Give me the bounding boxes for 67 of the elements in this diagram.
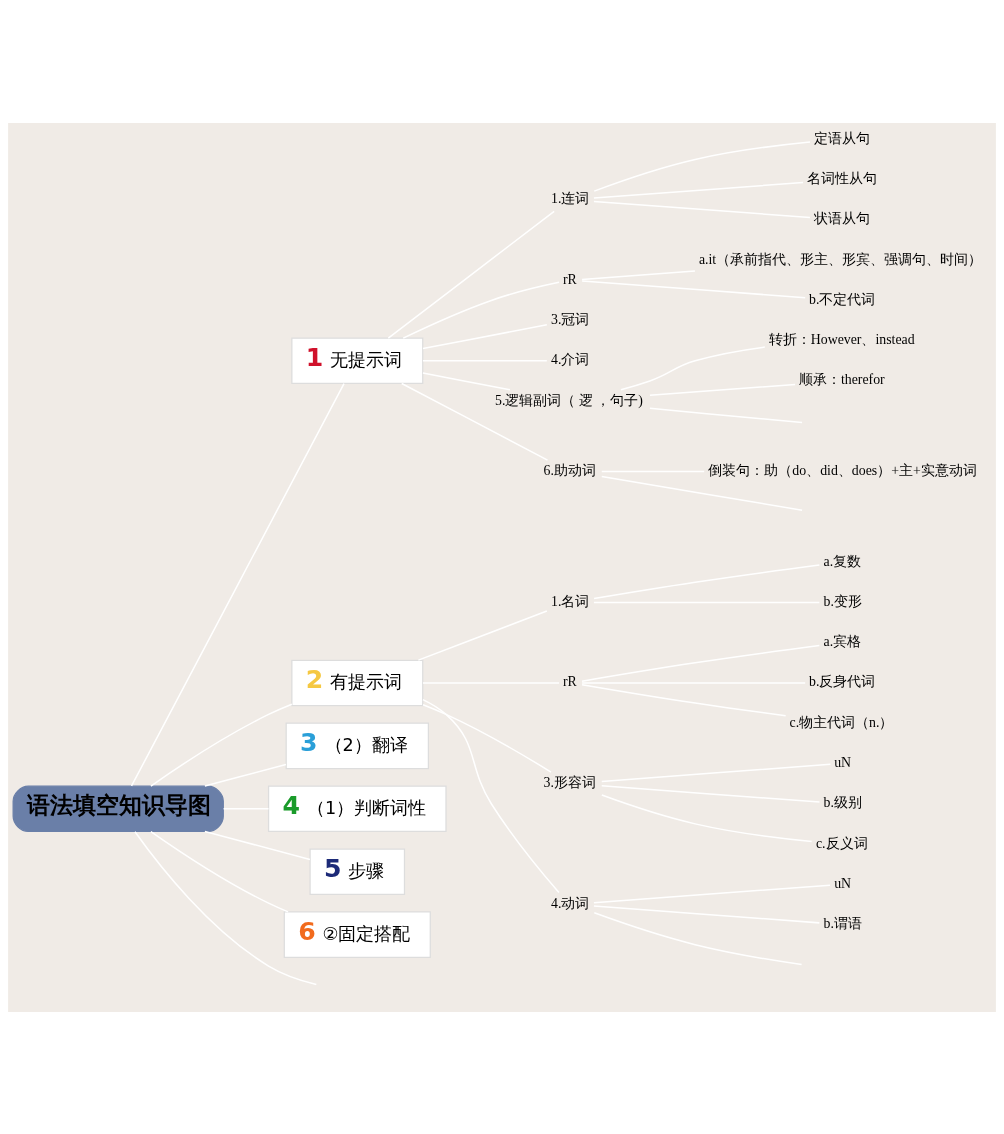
connector [593, 200, 811, 218]
node-box: 2 有提示词 [291, 659, 424, 706]
connector [601, 763, 832, 782]
node-text: b.谓语 [823, 915, 862, 931]
connector [601, 784, 821, 803]
connector [402, 281, 560, 339]
node-text: 6.助动词 [543, 462, 596, 478]
connector [422, 703, 552, 773]
node-text: 定语从句 [814, 130, 871, 146]
connector [581, 683, 787, 717]
connector [593, 911, 803, 965]
node-box: 3 （2）翻译 [285, 722, 429, 769]
connector [130, 382, 345, 787]
node-text: 1.连词 [551, 190, 590, 206]
connector [204, 763, 287, 787]
node-text: a.复数 [823, 553, 862, 569]
connector [400, 382, 549, 461]
node-box: 语法填空知识导图 [12, 785, 224, 832]
node-text: 4.介词 [551, 351, 590, 367]
connector [581, 279, 806, 298]
connector [422, 698, 560, 893]
connector [593, 883, 831, 904]
connector [593, 904, 821, 924]
connector [422, 371, 511, 390]
connector [387, 210, 555, 339]
connector [601, 793, 813, 842]
node-text: 3.冠词 [551, 311, 590, 327]
node-text: 5.逻辑副词（ 逻 ，句子) [495, 392, 643, 408]
node-text: c.物主代词（n.） [789, 714, 894, 730]
connector [649, 407, 803, 423]
node-text: 倒装句：助（do、did、does）+主+实意动词 [708, 462, 977, 478]
node-text: a.it（承前指代、形主、形宾、强调句、时间） [698, 251, 983, 267]
connector [417, 609, 548, 661]
node-text: uN [834, 754, 852, 770]
node-text: b.变形 [823, 593, 862, 609]
connector [134, 830, 318, 985]
node-text: 顺承：therefor [798, 371, 885, 387]
connector [581, 644, 821, 682]
connector [620, 345, 766, 390]
connector [150, 702, 293, 787]
node-text: c.反义词 [815, 835, 868, 851]
node-text: 1.名词 [551, 593, 590, 609]
node-text: 4.动词 [551, 895, 590, 911]
node-box: 4 （1）判断词性 [267, 785, 447, 832]
node-box: 5 步骤 [309, 847, 406, 895]
connector [204, 830, 311, 860]
node-text: b.反身代词 [809, 673, 876, 689]
connector [150, 830, 289, 913]
connector [581, 269, 696, 280]
node-box: 6 ②固定搭配 [283, 910, 431, 958]
node-text: rR [563, 271, 577, 287]
connector [422, 323, 548, 349]
connector [649, 383, 796, 396]
node-text: 3.形容词 [543, 774, 596, 790]
connector [593, 563, 821, 599]
node-text: b.不定代词 [809, 291, 876, 307]
node-box: 1 无提示词 [291, 337, 424, 384]
node-text: 名词性从句 [807, 170, 878, 186]
node-text: 转折：However、instead [768, 331, 915, 347]
node-text: 状语从句 [814, 210, 871, 226]
node-text: a.宾格 [823, 633, 862, 649]
connector [593, 140, 811, 192]
connector [601, 475, 803, 511]
connector [593, 181, 804, 199]
node-text: rR [563, 673, 577, 689]
node-text: b.级别 [823, 794, 862, 810]
node-text: uN [834, 875, 852, 891]
